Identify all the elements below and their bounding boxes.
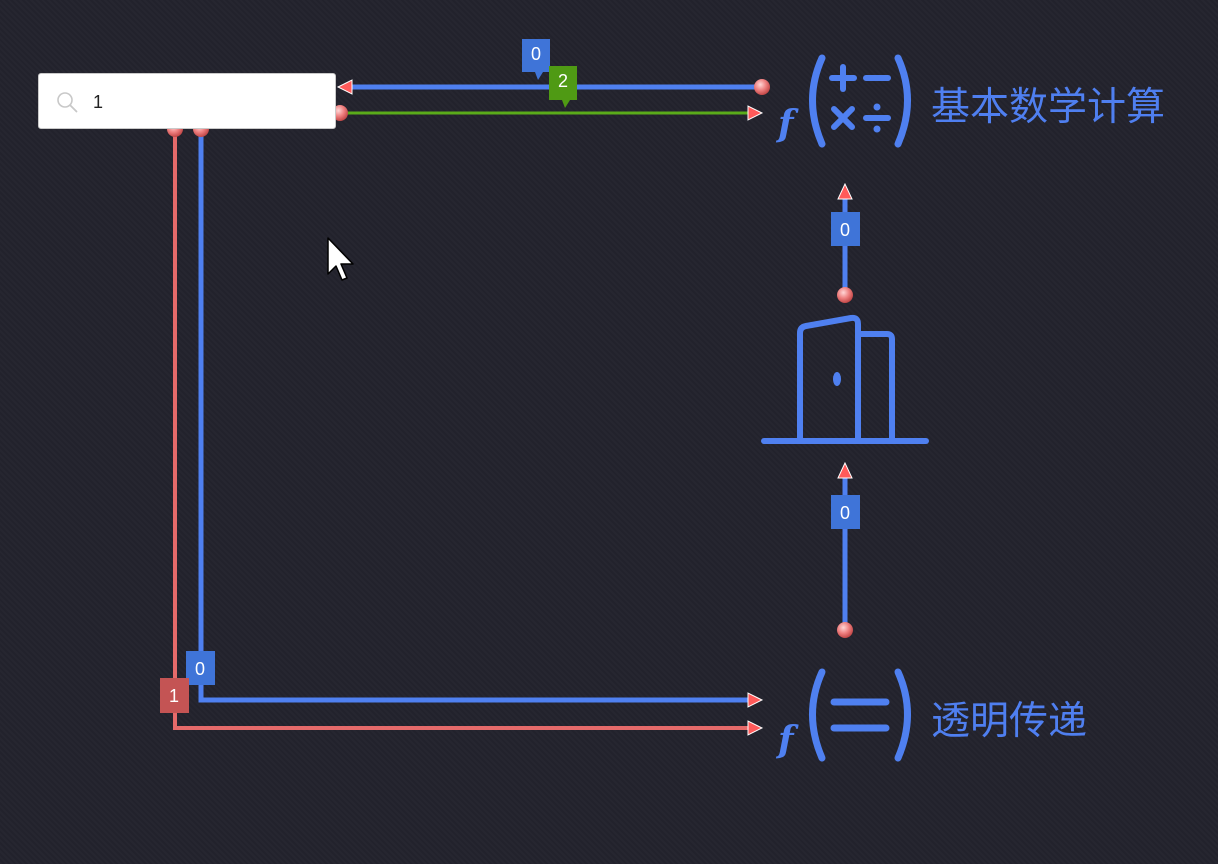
passthrough-node-label: 透明传递: [931, 699, 1087, 744]
edge-search-to-passthrough-blue[interactable]: [198, 129, 764, 708]
math-node[interactable]: f 基本数学计算: [775, 54, 1165, 148]
math-node-label: 基本数学计算: [931, 85, 1165, 130]
search-output-port-right[interactable]: [332, 105, 348, 121]
passthrough-node[interactable]: f 透明传递: [775, 668, 1087, 762]
edge-search-to-passthrough-red[interactable]: [173, 129, 764, 736]
math-output-port[interactable]: [754, 79, 770, 95]
edge-count-badge-gate-upper: 0: [831, 212, 860, 246]
search-node[interactable]: [38, 73, 336, 129]
edge-count-badge-top-green: 2: [549, 66, 577, 108]
search-input[interactable]: [93, 88, 313, 116]
svg-text:0: 0: [840, 503, 850, 523]
svg-text:2: 2: [558, 71, 568, 91]
edge-count-badge-left-blue: 0: [186, 651, 215, 685]
svg-text:0: 0: [840, 220, 850, 240]
svg-text:f: f: [775, 719, 799, 761]
gate-output-port[interactable]: [837, 287, 853, 303]
gate-node[interactable]: [761, 314, 929, 444]
door-open-icon: [761, 314, 929, 444]
function-math-operators-icon: f: [775, 54, 911, 148]
edge-search-to-math[interactable]: [340, 105, 764, 121]
svg-text:1: 1: [169, 686, 179, 706]
mouse-cursor-icon: [327, 237, 354, 281]
svg-text:0: 0: [531, 44, 541, 64]
edge-count-badge-top-blue: 0: [522, 39, 550, 80]
edge-passthrough-to-gate[interactable]: [837, 461, 853, 630]
svg-text:f: f: [775, 103, 799, 145]
svg-text:0: 0: [195, 659, 205, 679]
search-icon: [57, 92, 78, 113]
edge-count-badge-left-red: 1: [160, 678, 189, 713]
passthrough-output-port[interactable]: [837, 622, 853, 638]
function-equals-icon: f: [775, 668, 911, 762]
edge-count-badge-gate-lower: 0: [831, 495, 860, 529]
